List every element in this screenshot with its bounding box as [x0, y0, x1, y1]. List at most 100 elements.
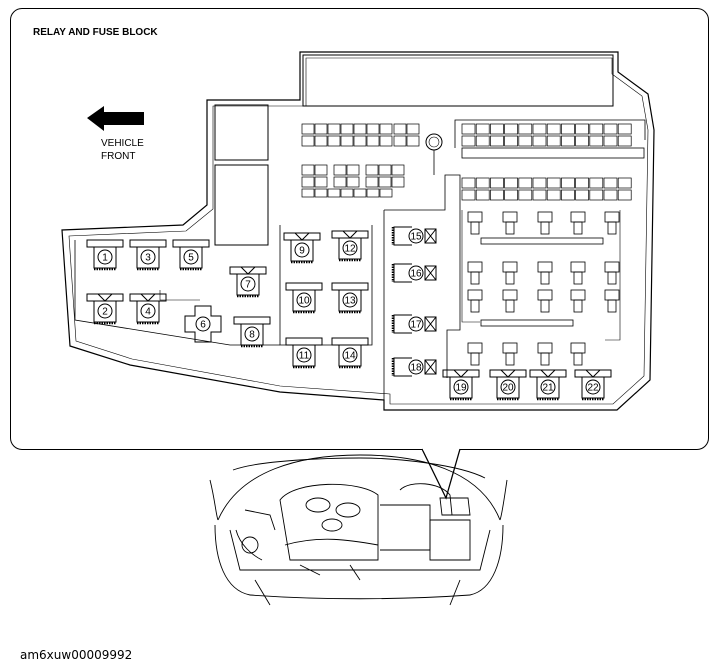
relay-number-label: 14	[344, 351, 356, 362]
fuse-cell	[561, 177, 575, 189]
fuse-cell	[561, 123, 575, 135]
fuse-cell	[617, 177, 632, 189]
relay-number-circle	[97, 303, 113, 319]
fuse-cell	[603, 189, 618, 201]
fuse-cell	[327, 135, 341, 147]
relay-1: 1	[86, 239, 124, 271]
fuse-cell	[301, 188, 315, 198]
document-id: am6xuw00009992	[20, 648, 133, 662]
fuse-cell	[518, 189, 533, 201]
fuse-cell	[333, 164, 347, 176]
fuse-cell	[461, 135, 476, 147]
relay-14: 14	[331, 337, 369, 369]
fuse-cell	[490, 135, 504, 147]
relay-number-circle	[408, 228, 424, 244]
fuse-cell	[532, 177, 547, 189]
vehicle-front-label: VEHICLE FRONT	[101, 138, 144, 162]
unlabeled-relay	[502, 342, 518, 366]
fuse-cell	[546, 177, 561, 189]
relay-number-label: 19	[455, 383, 467, 394]
fuse-cell	[475, 123, 490, 135]
fuse-cell	[346, 176, 360, 188]
fuse-cell	[475, 189, 490, 201]
fuse-cell	[301, 164, 315, 176]
fuse-cell	[393, 123, 407, 135]
fuse-cell	[475, 177, 490, 189]
relay-number-label: 21	[542, 383, 554, 394]
unlabeled-relay	[467, 211, 483, 235]
fuse-cell	[617, 189, 632, 201]
fuse-cell	[518, 177, 533, 189]
fuse-cell	[603, 177, 618, 189]
relay-number-label: 10	[298, 296, 310, 307]
fuse-cell	[378, 176, 392, 188]
fuse-cell	[393, 135, 407, 147]
relay-number-circle	[296, 292, 312, 308]
relay-8: 8	[233, 316, 271, 348]
relay-3: 3	[129, 239, 167, 271]
unlabeled-relay	[467, 289, 483, 313]
relay-6: 6	[184, 305, 222, 343]
relay-10: 10	[285, 282, 323, 314]
fuse-cell	[346, 164, 360, 176]
relay-number-circle	[408, 316, 424, 332]
unlabeled-relay	[537, 289, 553, 313]
fuse-cell	[603, 123, 618, 135]
relay-number-circle	[240, 276, 256, 292]
relay-number-circle	[183, 249, 199, 265]
fuse-cell	[589, 123, 604, 135]
relay-number-circle	[342, 347, 358, 363]
relay-13: 13	[331, 282, 369, 314]
unlabeled-relay	[467, 342, 483, 366]
fuse-cell	[314, 135, 328, 147]
relay-7: 7	[229, 266, 267, 298]
unlabeled-relay	[537, 211, 553, 235]
relay-number-circle	[342, 240, 358, 256]
fuse-cell	[333, 176, 347, 188]
callout-pointer	[421, 448, 461, 500]
fuse-cell	[391, 164, 405, 176]
unlabeled-relay	[467, 261, 483, 285]
relay-12: 12	[331, 230, 369, 262]
unlabeled-relay	[502, 261, 518, 285]
fuse-cell	[327, 123, 341, 135]
fuse-cell	[490, 189, 504, 201]
fuse-cell	[532, 123, 547, 135]
relay-18: 18	[391, 357, 437, 377]
relay-number-circle	[195, 316, 211, 332]
unlabeled-relay	[570, 342, 586, 366]
fuse-cell	[379, 188, 393, 198]
fuse-cell	[353, 123, 367, 135]
fuse-cell	[301, 123, 315, 135]
fuse-cell	[301, 176, 315, 188]
unlabeled-relay	[502, 289, 518, 313]
relay-number-circle	[540, 379, 556, 395]
relay-9: 9	[283, 232, 321, 264]
relay-number-circle	[97, 249, 113, 265]
relay-16: 16	[391, 263, 437, 283]
unlabeled-relay	[537, 342, 553, 366]
relay-number-label: 6	[200, 320, 206, 331]
relay-21: 21	[529, 369, 567, 401]
unlabeled-relay	[537, 261, 553, 285]
fuse-cell	[461, 123, 476, 135]
fuse-cell	[301, 135, 315, 147]
fuse-cell	[546, 135, 561, 147]
fuse-cell	[504, 189, 518, 201]
unlabeled-relay	[570, 289, 586, 313]
fuse-cell	[366, 188, 380, 198]
relay-number-circle	[408, 265, 424, 281]
fuse-cell	[532, 135, 547, 147]
relay-number-label: 15	[410, 232, 422, 243]
relay-number-circle	[342, 292, 358, 308]
fuse-cell	[461, 189, 476, 201]
relay-number-label: 7	[245, 280, 251, 291]
fuse-cell	[589, 177, 604, 189]
fuse-cell	[518, 135, 533, 147]
fuse-cell	[340, 123, 354, 135]
fuse-cell	[366, 135, 380, 147]
relay-5: 5	[172, 239, 210, 271]
fuse-cell	[406, 123, 420, 135]
fuse-cell	[603, 135, 618, 147]
